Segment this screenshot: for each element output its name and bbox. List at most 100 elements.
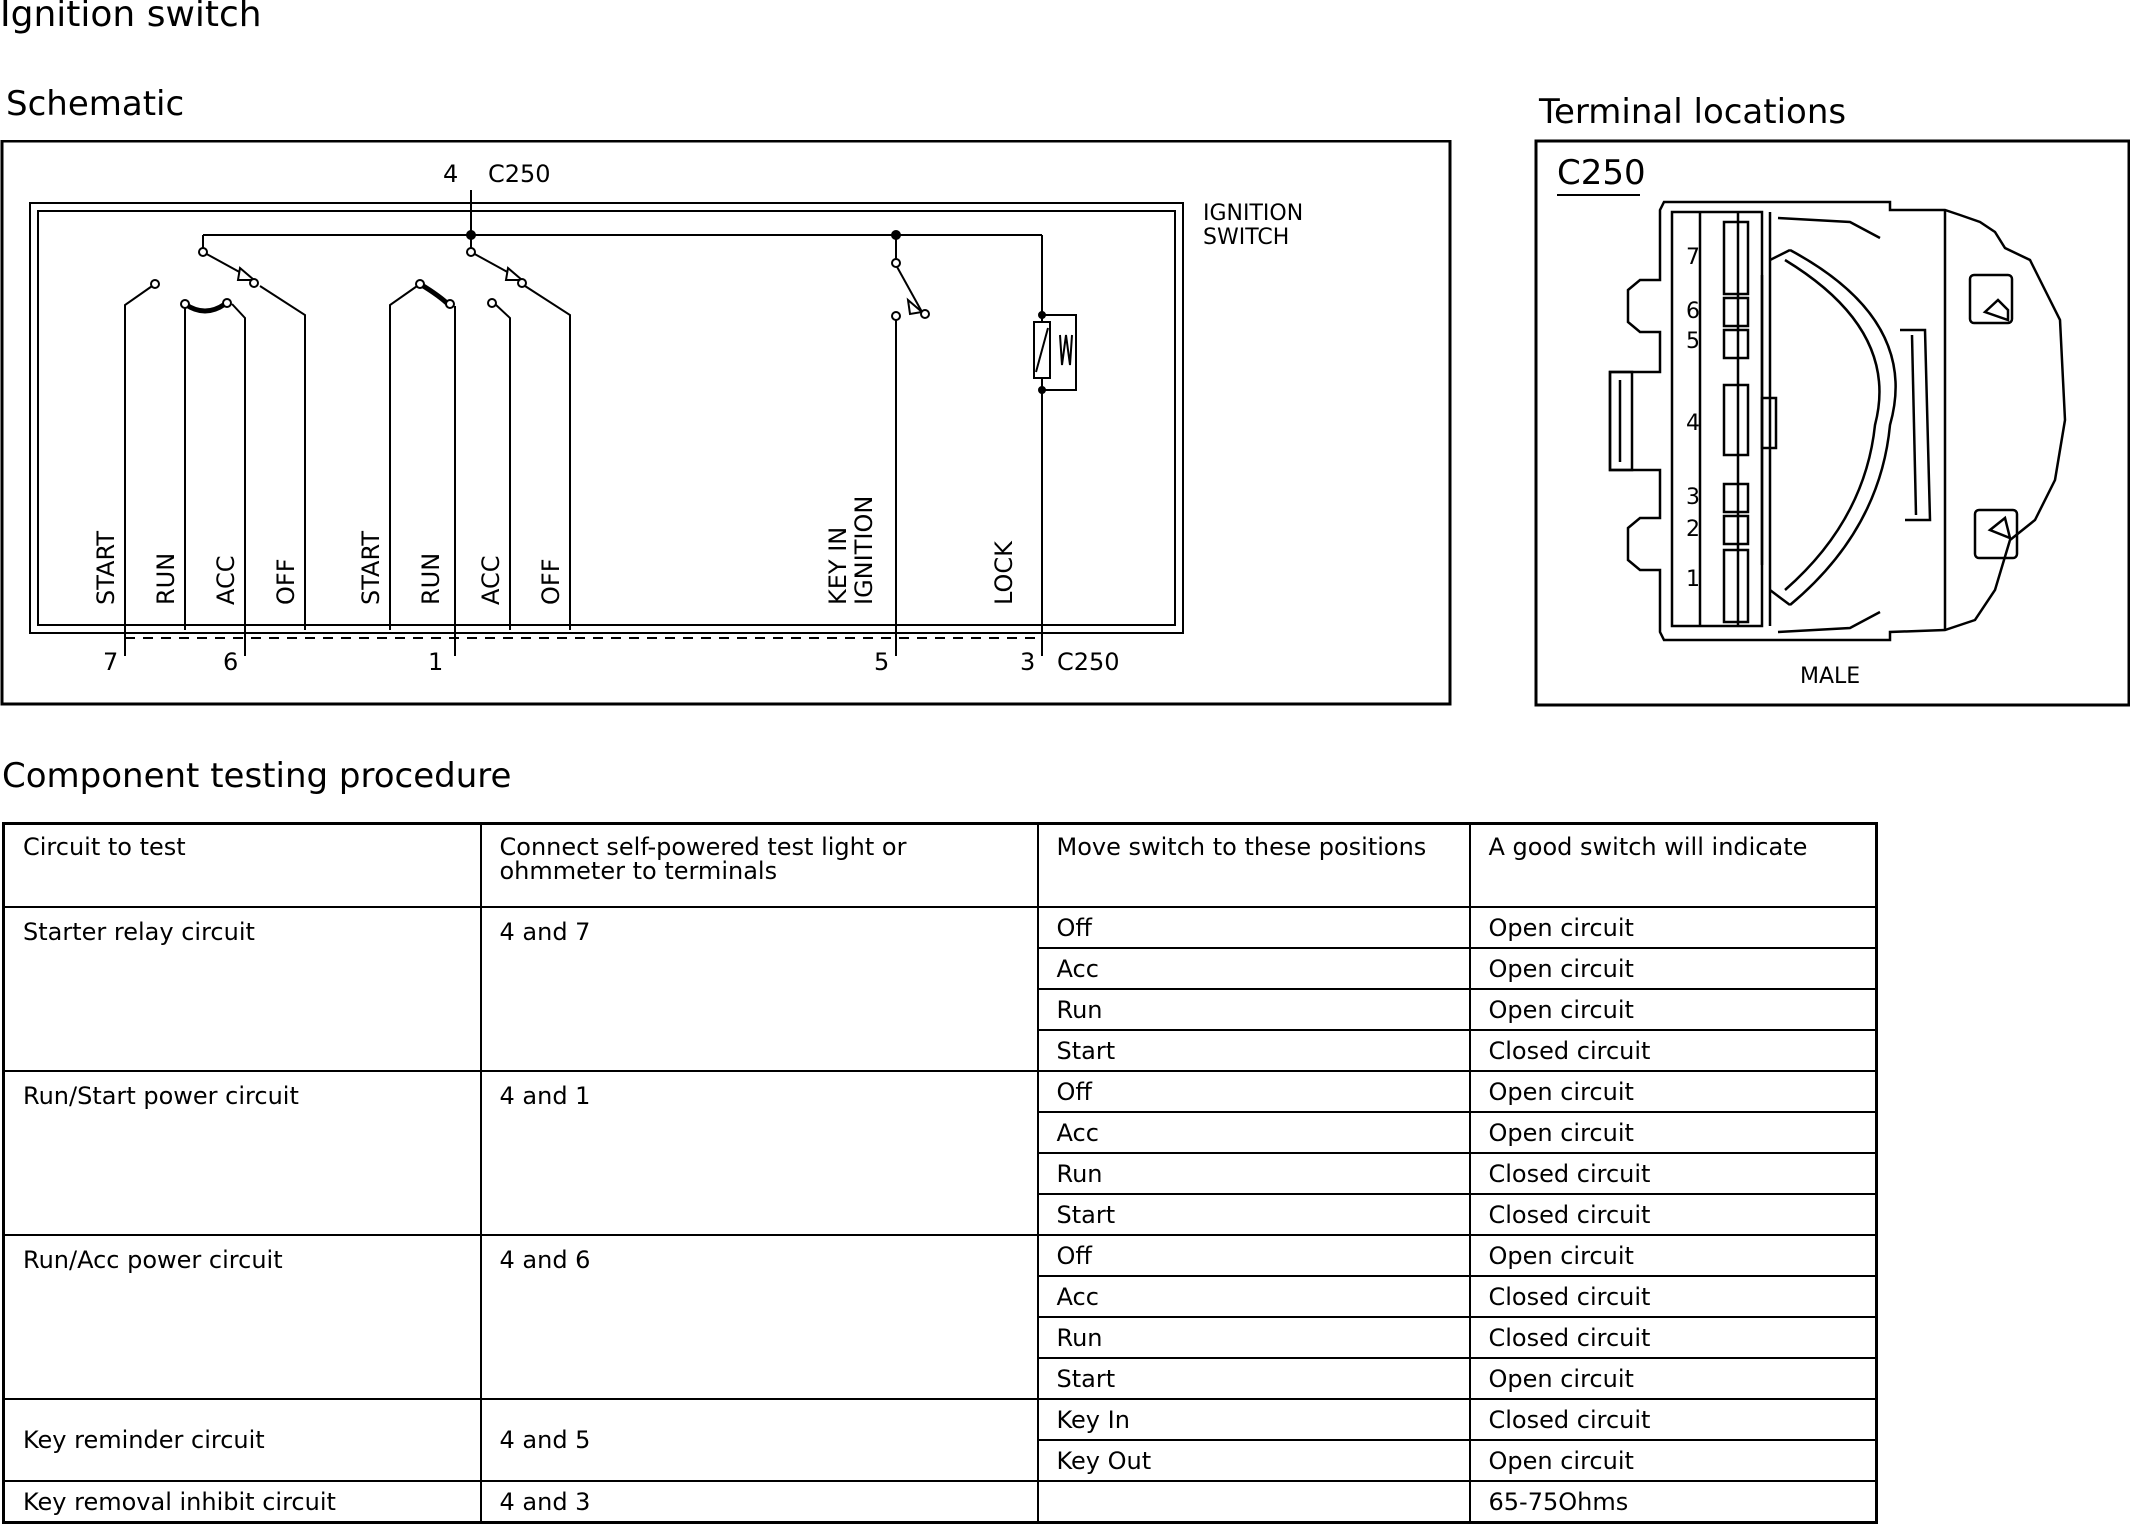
- pin-number: 6: [1686, 299, 1700, 324]
- circuit-cell: Key reminder circuit: [2, 1398, 482, 1482]
- procedure-heading: Component testing procedure: [2, 756, 512, 796]
- position-cell: Acc: [1036, 947, 1471, 990]
- position-cell: Start: [1036, 1357, 1471, 1400]
- connector-gender: MALE: [1800, 664, 1860, 689]
- result-cell: Closed circuit: [1468, 1152, 1878, 1195]
- pin-number: 4: [1686, 411, 1700, 436]
- table-row: Key reminder circuit 4 and 5 Key In Clos…: [2, 1398, 1878, 1482]
- position-cell: Acc: [1036, 1275, 1471, 1318]
- result-cell: Closed circuit: [1468, 1398, 1878, 1441]
- table-row: Start Closed circuit: [4, 1029, 1878, 1072]
- result-cell: Closed circuit: [1468, 1193, 1878, 1236]
- bottom-pin-label: 3: [1020, 648, 1035, 676]
- position-cell: Run: [1036, 988, 1471, 1031]
- switch-outline-outer: [29, 202, 1184, 634]
- column-header: Move switch to these positions: [1036, 822, 1471, 908]
- position-label: START: [92, 531, 120, 605]
- result-cell: Open circuit: [1468, 1357, 1878, 1400]
- component-label-line2: SWITCH: [1203, 225, 1289, 250]
- position-label: KEY IN: [824, 527, 852, 605]
- procedure-table: Circuit to test Connect self-powered tes…: [2, 822, 1878, 1524]
- pin-number: 3: [1686, 485, 1700, 510]
- bottom-pin-label: 5: [874, 648, 889, 676]
- table-row: Key removal inhibit circuit 4 and 3 65-7…: [2, 1480, 1878, 1524]
- schematic-diagram: 4 C250 IGNITION SWITCH START RUN ACC OFF…: [0, 140, 1452, 706]
- schematic-heading: Schematic: [6, 84, 185, 124]
- result-cell: Open circuit: [1468, 906, 1878, 949]
- position-label: OFF: [537, 559, 565, 606]
- table-header-row: Circuit to test Connect self-powered tes…: [2, 822, 1878, 908]
- bottom-pin-label: 7: [103, 648, 118, 676]
- terminal-frame: [1534, 139, 2130, 707]
- top-pin-label: 4: [443, 160, 458, 188]
- circuit-cell: Run/Start power circuit: [2, 1070, 482, 1236]
- position-label: RUN: [152, 553, 180, 605]
- circuit-cell: Key removal inhibit circuit: [2, 1480, 482, 1524]
- position-label: LOCK: [990, 540, 1018, 605]
- table-row: Run/Start power circuit 4 and 1 Off Open…: [2, 1070, 1878, 1236]
- result-cell: Closed circuit: [1468, 1275, 1878, 1318]
- position-cell: [1036, 1480, 1471, 1524]
- terminals-cell: 4 and 7: [479, 906, 1039, 1072]
- table-row: Key Out Open circuit: [4, 1439, 1878, 1482]
- position-cell: Off: [1036, 1070, 1471, 1113]
- position-cell: Key In: [1036, 1398, 1471, 1441]
- column-header: A good switch will indicate: [1468, 822, 1878, 908]
- terminals-cell: 4 and 1: [479, 1070, 1039, 1236]
- top-connector-label: C250: [488, 160, 551, 188]
- table-row: Starter relay circuit 4 and 7 Off Open c…: [2, 906, 1878, 1072]
- column-header: Circuit to test: [2, 822, 482, 908]
- position-cell: Off: [1036, 906, 1471, 949]
- result-cell: Closed circuit: [1468, 1029, 1878, 1072]
- pin-number: 7: [1686, 245, 1700, 270]
- position-label: START: [357, 531, 385, 605]
- position-cell: Acc: [1036, 1111, 1471, 1154]
- connector-label: C250: [1557, 153, 1646, 193]
- position-cell: Off: [1036, 1234, 1471, 1277]
- position-cell: Key Out: [1036, 1439, 1471, 1482]
- table-row: Run Open circuit: [4, 988, 1878, 1031]
- position-cell: Run: [1036, 1152, 1471, 1195]
- table-row: Start Open circuit: [4, 1357, 1878, 1400]
- position-label: RUN: [417, 553, 445, 605]
- pin-number: 2: [1686, 517, 1700, 542]
- position-cell: Start: [1036, 1029, 1471, 1072]
- pin-number: 5: [1686, 329, 1700, 354]
- result-cell: Open circuit: [1468, 1439, 1878, 1482]
- position-label: ACC: [477, 555, 505, 605]
- result-cell: Open circuit: [1468, 1111, 1878, 1154]
- table-row: Run Closed circuit: [4, 1152, 1878, 1195]
- result-cell: Open circuit: [1468, 1070, 1878, 1113]
- result-cell: Open circuit: [1468, 1234, 1878, 1277]
- result-cell: Open circuit: [1468, 988, 1878, 1031]
- position-cell: Start: [1036, 1193, 1471, 1236]
- pin-number: 1: [1686, 567, 1700, 592]
- position-cell: Run: [1036, 1316, 1471, 1359]
- key-switch-blade: [895, 264, 923, 313]
- switch-outline-inner: [37, 210, 1176, 626]
- bottom-pin-label: 6: [223, 648, 238, 676]
- terminals-cell: 4 and 6: [479, 1234, 1039, 1400]
- circuit-cell: Run/Acc power circuit: [2, 1234, 482, 1400]
- terminal-locations-diagram: C250: [1534, 139, 2130, 707]
- schematic-frame: [0, 140, 1452, 706]
- table-row: Run Closed circuit: [4, 1316, 1878, 1359]
- position-label: IGNITION: [850, 496, 878, 605]
- terminals-cell: 4 and 3: [479, 1480, 1039, 1524]
- bottom-connector-label: C250: [1057, 648, 1120, 676]
- circuit-cell: Starter relay circuit: [2, 906, 482, 1072]
- component-label-line1: IGNITION: [1203, 201, 1303, 226]
- table-row: Acc Closed circuit: [4, 1275, 1878, 1318]
- table-row: Start Closed circuit: [4, 1193, 1878, 1236]
- column-header: Connect self-powered test light or ohmme…: [479, 822, 1039, 908]
- table-row: Acc Open circuit: [4, 947, 1878, 990]
- result-cell: Closed circuit: [1468, 1316, 1878, 1359]
- page-title: Ignition switch: [0, 0, 262, 35]
- bottom-pin-label: 1: [428, 648, 443, 676]
- result-cell: Open circuit: [1468, 947, 1878, 990]
- table-row: Run/Acc power circuit 4 and 6 Off Open c…: [2, 1234, 1878, 1400]
- connector-drawing: [1608, 200, 2067, 642]
- table-row: Acc Open circuit: [4, 1111, 1878, 1154]
- position-label: OFF: [272, 559, 300, 606]
- result-cell: 65-75Ohms: [1468, 1480, 1878, 1524]
